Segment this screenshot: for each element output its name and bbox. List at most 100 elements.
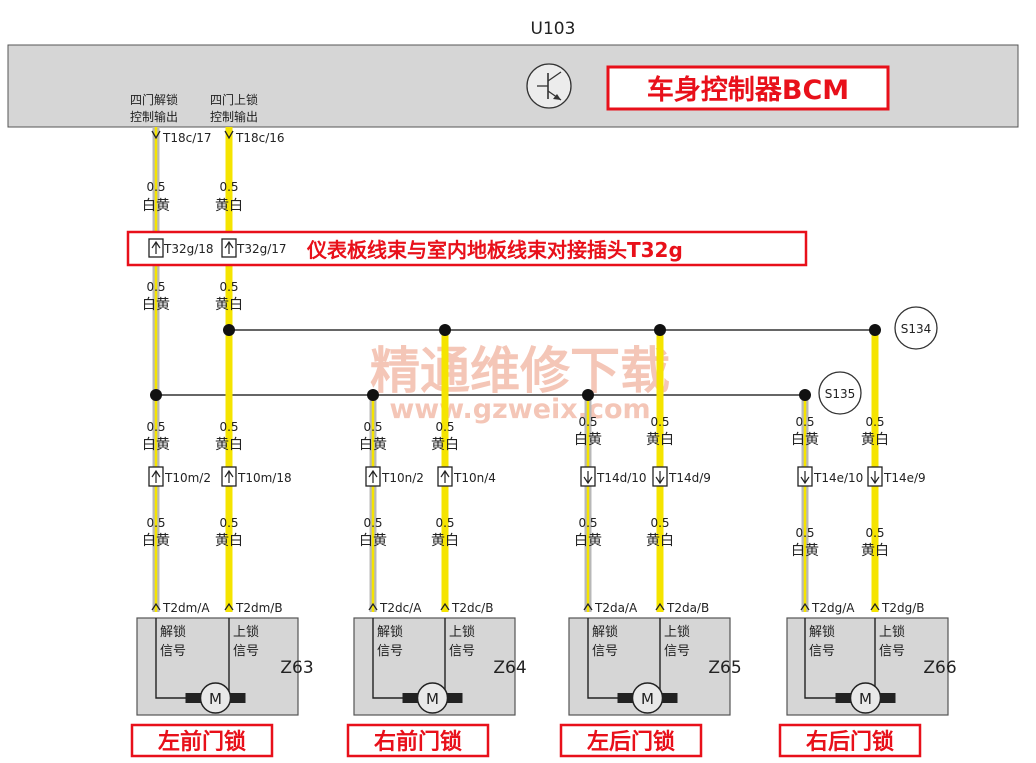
connector-t32g-pin-unlock: T32g/18 (163, 242, 214, 256)
connector-pin-z65-b: T2da/B (666, 601, 709, 615)
connector-pin-z63-unlock: T10m/2 (164, 471, 211, 485)
bcm-pin-lock-marker (224, 130, 234, 140)
connector-pin-marker (867, 466, 883, 487)
wire-gauge-lock-z64-4: 0.5 (435, 516, 454, 530)
bcm-unlock-output-label-2: 控制输出 (130, 109, 178, 124)
connector-t32g-pin-lock: T32g/17 (236, 242, 287, 256)
connector-pin-z65-lock: T14d/9 (668, 471, 711, 485)
wire-color-unlock-z63-3: 白黄 (142, 436, 170, 453)
door-lock-z66-name-frame (778, 723, 922, 758)
door-lock-z66-lock-label-2: 信号 (879, 644, 905, 659)
door-lock-z65-unlock-label-1: 解锁 (592, 624, 618, 640)
connector-pin-z63-a: T2dm/A (162, 601, 210, 615)
connector-caption-frame (126, 230, 808, 267)
door-lock-z63-unlock-label-1: 解锁 (160, 624, 186, 640)
connector-pin-z66-unlock: T14e/10 (813, 471, 863, 485)
door-lock-z63-name: 左前门锁 (158, 729, 246, 755)
wire-gauge-unlock-z66-3: 0.5 (795, 415, 814, 429)
connector-pin-marker (440, 602, 450, 611)
wire-color-unlock-z66-3: 白黄 (791, 431, 819, 448)
wire-color-lock-z65-4: 黄白 (646, 532, 674, 549)
wire-gauge-lock-z66-3: 0.5 (865, 415, 884, 429)
bcm-pin-lock: T18c/16 (235, 131, 285, 145)
connector-pin-marker (797, 466, 813, 487)
wire-color-lock-z66-3: 黄白 (861, 431, 889, 448)
connector-pin-marker (800, 602, 810, 611)
wire-gauge-unlock-z64-3: 0.5 (363, 420, 382, 434)
wire-gauge-lock-2: 0.5 (219, 280, 238, 294)
junction-dot (150, 389, 162, 401)
door-lock-z63-name-frame (130, 723, 274, 758)
door-lock-z64-lock-label-2: 信号 (449, 644, 475, 659)
bcm-title: 车身控制器BCM (647, 74, 849, 106)
bcm-title-frame (606, 65, 890, 111)
connector-pin-marker (870, 602, 880, 611)
wire-gauge-lock-1: 0.5 (219, 180, 238, 194)
wire-gauge-unlock-z63-3: 0.5 (146, 420, 165, 434)
motor-icon (617, 682, 678, 714)
wire-gauge-unlock-z64-4: 0.5 (363, 516, 382, 530)
connector-pin-marker (221, 466, 237, 487)
junction-dot (223, 324, 235, 336)
wire-gauge-unlock-z65-3: 0.5 (578, 415, 597, 429)
connector-pin-z64-unlock: T10n/2 (381, 471, 424, 485)
door-lock-z64-unlock-label-2: 信号 (377, 644, 403, 659)
junction-dot (582, 389, 594, 401)
door-lock-z63-lock-label-1: 上锁 (233, 624, 259, 640)
wire-color-unlock-2: 白黄 (142, 296, 170, 313)
wire-color-lock-z63-3: 黄白 (215, 436, 243, 453)
door-lock-z64-name: 右前门锁 (374, 729, 462, 755)
wire-gauge-lock-z65-3: 0.5 (650, 415, 669, 429)
wire-gauge-unlock-z63-4: 0.5 (146, 516, 165, 530)
wire-gauge-unlock-2: 0.5 (146, 280, 165, 294)
junction-dot (654, 324, 666, 336)
connector-pin-z65-a: T2da/A (594, 601, 638, 615)
connector-pin-marker (365, 466, 381, 487)
wire-color-lock-z66-4: 黄白 (861, 542, 889, 559)
wire-color-unlock-z66-4: 白黄 (791, 542, 819, 559)
motor-label: M (209, 690, 222, 708)
motor-icon (402, 682, 463, 714)
connector-t32g-pin-unlock-marker (148, 238, 164, 258)
bcm-lock-output-label-2: 控制输出 (210, 109, 258, 124)
bcm-lock-output-label-1: 四门上锁 (210, 92, 258, 107)
connector-pin-z63-b: T2dm/B (235, 601, 283, 615)
wire-color-lock-1: 黄白 (215, 197, 243, 214)
motor-label: M (641, 690, 654, 708)
wire-color-lock-z63-4: 黄白 (215, 532, 243, 549)
door-lock-z63-id: Z63 (280, 658, 313, 678)
door-lock-z64-id: Z64 (493, 658, 526, 678)
connector-t32g-caption: 仪表板线束与室内地板线束对接插头T32g (306, 238, 683, 262)
connector-pin-marker (580, 466, 596, 487)
watermark-url: www.gzweix.com (389, 394, 650, 425)
wire-gauge-lock-z65-4: 0.5 (650, 516, 669, 530)
door-lock-z65-unlock-label-2: 信号 (592, 644, 618, 659)
door-lock-z65-id: Z65 (708, 658, 741, 678)
motor-icon (185, 682, 246, 714)
wire-color-unlock-z64-3: 白黄 (359, 436, 387, 453)
connector-t32g-pin-lock-marker (221, 238, 237, 258)
module-id: U103 (531, 19, 576, 39)
door-lock-z64-name-frame (346, 723, 490, 758)
bcm-unlock-output-label-1: 四门解锁 (130, 92, 178, 107)
connector-pin-marker (655, 602, 665, 611)
motor-icon (835, 682, 896, 714)
connector-pin-z66-a: T2dg/A (811, 601, 855, 615)
wire-gauge-lock-z64-3: 0.5 (435, 420, 454, 434)
wire-color-unlock-1: 白黄 (142, 197, 170, 214)
splice-s134-label: S134 (901, 322, 932, 336)
door-lock-z66-unlock-label-2: 信号 (809, 644, 835, 659)
connector-pin-z65-unlock: T14d/10 (596, 471, 647, 485)
door-lock-z65-name-frame (559, 723, 703, 758)
watermark-title: 精通维修下载 (370, 342, 670, 400)
wire-color-lock-z64-3: 黄白 (431, 436, 459, 453)
connector-pin-marker (652, 466, 668, 487)
bcm-pin-unlock-marker (151, 130, 161, 140)
door-lock-z66-name: 右后门锁 (806, 729, 894, 755)
door-lock-z65-lock-label-2: 信号 (664, 644, 690, 659)
transistor-icon (526, 63, 572, 109)
door-lock-z64-unlock-label-1: 解锁 (377, 624, 403, 640)
connector-pin-marker (437, 466, 453, 487)
connector-pin-z64-a: T2dc/A (379, 601, 422, 615)
